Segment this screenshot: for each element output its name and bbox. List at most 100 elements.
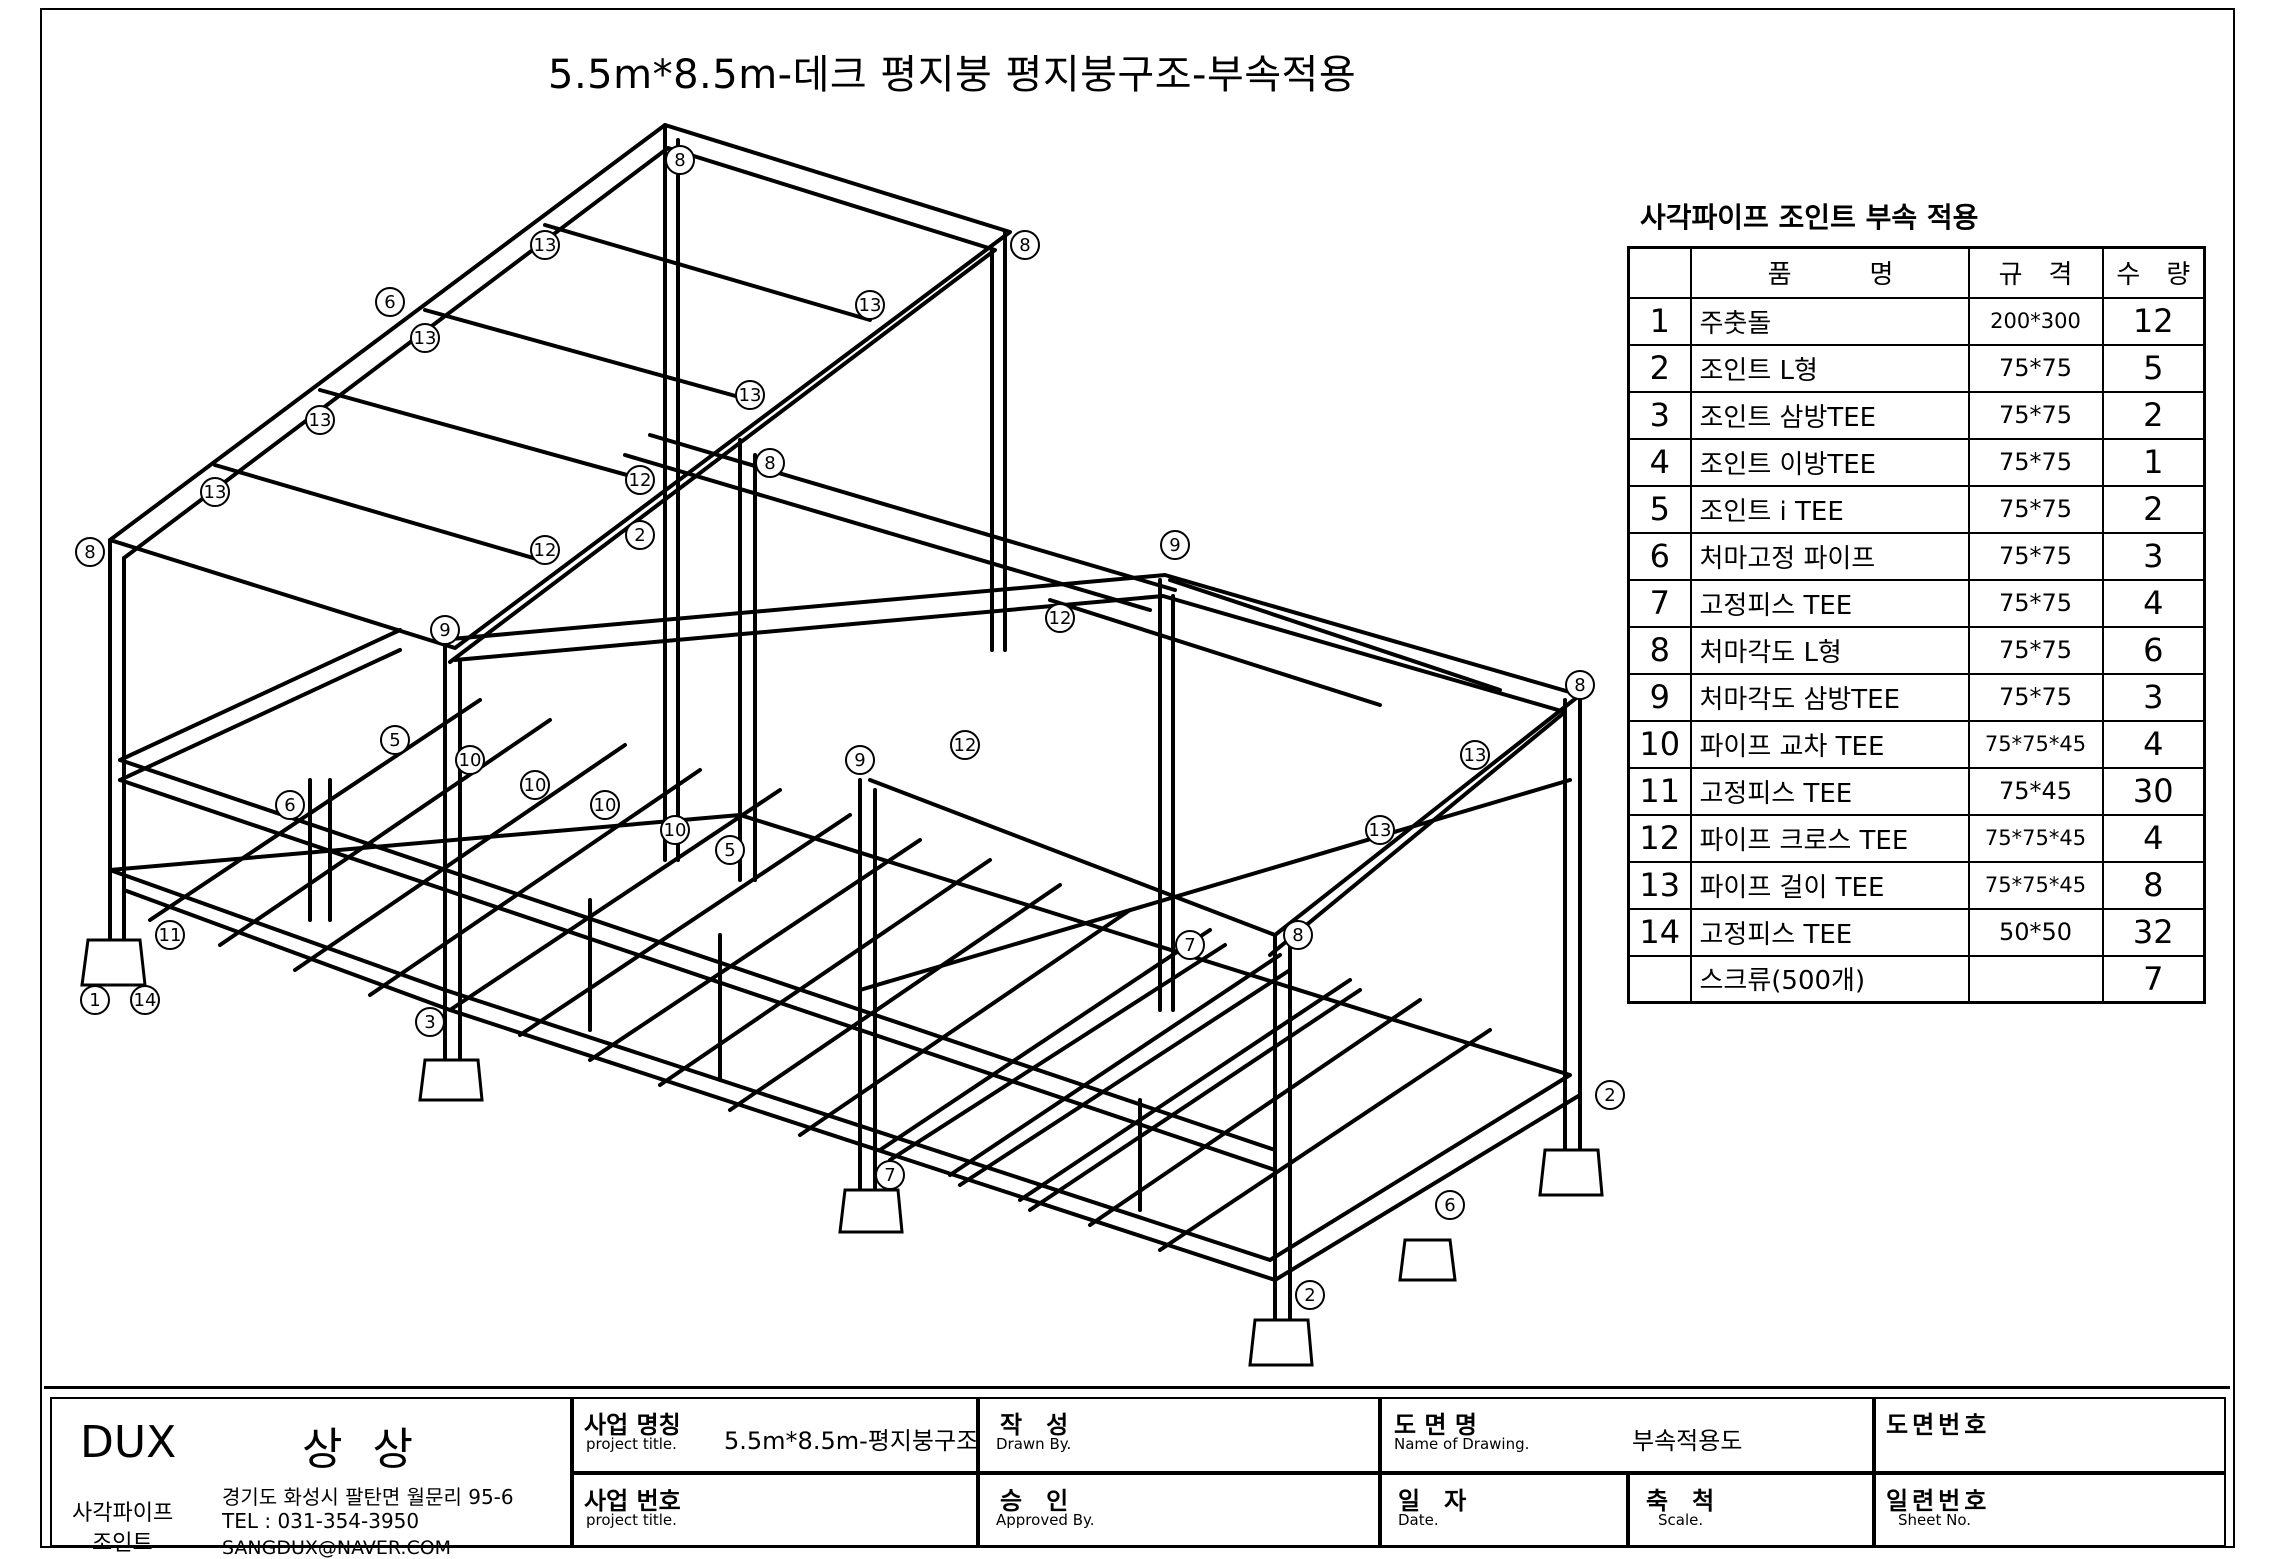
- drawing-title: 5.5m*8.5m-데크 평지붕 평지붕구조-부속적용: [548, 52, 1357, 98]
- callout-number: 8: [84, 542, 95, 563]
- project-name-label: 사업 명칭: [584, 1411, 681, 1439]
- callout-balloon: [155, 920, 185, 950]
- callout-balloon: [950, 730, 980, 760]
- parts-table-header: 품 명 규 격 수 량: [1627, 246, 2206, 299]
- date-sub: Date.: [1398, 1511, 1439, 1529]
- part-no: 5: [1627, 484, 1692, 534]
- drawing-name-cell: 도 면 명 Name of Drawing. 부속적용도: [1380, 1397, 1874, 1473]
- drawn-by-cell: 작 성 Drawn By.: [978, 1397, 1380, 1473]
- callout-number: 7: [884, 1165, 895, 1186]
- roof-frame-back: [108, 123, 1012, 650]
- callout-number: 1: [89, 990, 100, 1011]
- callout-number: 8: [674, 150, 685, 171]
- callout-balloon: [530, 230, 560, 260]
- callout-balloon: [275, 790, 305, 820]
- sheet-no-sub: Sheet No.: [1898, 1511, 1972, 1529]
- callout-number: 2: [1304, 1285, 1315, 1306]
- project-name-value: 5.5m*8.5m-평지붕구조: [724, 1427, 979, 1455]
- part-qty: 2: [2101, 484, 2206, 534]
- drawing-name-sub: Name of Drawing.: [1394, 1435, 1530, 1453]
- part-no: 14: [1627, 907, 1692, 957]
- scale-sub: Scale.: [1658, 1511, 1704, 1529]
- callout-number: 9: [439, 620, 450, 641]
- callout-number: 8: [1574, 675, 1585, 696]
- callout-number: 7: [1184, 935, 1195, 956]
- callout-balloon: [875, 1160, 905, 1190]
- callout-balloon: [1283, 920, 1313, 950]
- callout-number: 6: [1444, 1195, 1455, 1216]
- part-spec: 200*300: [1967, 296, 2104, 346]
- project-name-cell: 사업 명칭 project title. 5.5m*8.5m-평지붕구조: [572, 1397, 978, 1473]
- part-no: 1: [1627, 296, 1692, 346]
- approved-by-sub: Approved By.: [996, 1511, 1095, 1529]
- callout-number: 2: [1604, 1085, 1615, 1106]
- callout-number: 13: [414, 328, 437, 349]
- callout-number: 3: [424, 1012, 435, 1033]
- callout-number: 13: [204, 482, 227, 503]
- callout-balloon: [1010, 230, 1040, 260]
- callout-number: 12: [629, 470, 652, 491]
- part-spec: [1967, 954, 2104, 1004]
- callout-number: 10: [594, 795, 617, 816]
- callout-number: 13: [534, 235, 557, 256]
- project-no-label: 사업 번호: [584, 1487, 681, 1515]
- callout-balloon: [520, 770, 550, 800]
- sheet-no-cell: 일련번호 Sheet No.: [1874, 1473, 2226, 1547]
- callout-number: 12: [1049, 608, 1072, 629]
- part-name: 고정피스 TEE: [1689, 766, 1970, 816]
- part-spec: 75*75: [1967, 531, 2104, 581]
- part-spec: 75*75*45: [1967, 860, 2104, 910]
- part-spec: 75*75*45: [1967, 813, 2104, 863]
- callout-balloon: [305, 405, 335, 435]
- part-name: 조인트 i TEE: [1689, 484, 1970, 534]
- project-no-sub: project title.: [586, 1511, 677, 1529]
- part-no: 12: [1627, 813, 1692, 863]
- part-name: 파이프 걸이 TEE: [1689, 860, 1970, 910]
- part-name: 파이프 크로스 TEE: [1689, 813, 1970, 863]
- callout-balloon: [455, 745, 485, 775]
- part-no: 2: [1627, 343, 1692, 393]
- part-name: 처마각도 삼방TEE: [1689, 672, 1970, 722]
- company-address: 경기도 화성시 팔탄면 월문리 95-6: [222, 1485, 514, 1509]
- part-qty: 12: [2101, 296, 2206, 346]
- part-spec: 75*75: [1967, 625, 2104, 675]
- part-no: 9: [1627, 672, 1692, 722]
- part-name: 고정피스 TEE: [1689, 907, 1970, 957]
- callout-number: 12: [534, 540, 557, 561]
- callout-balloon: [1565, 670, 1595, 700]
- drawing-name-label: 도 면 명: [1394, 1411, 1477, 1439]
- callout-number: 10: [459, 750, 482, 771]
- company-tel: TEL : 031-354-3950: [222, 1509, 420, 1533]
- part-no: 10: [1627, 719, 1692, 769]
- part-name: 처마각도 L형: [1689, 625, 1970, 675]
- callout-balloon: [660, 815, 690, 845]
- approved-by-cell: 승 인 Approved By.: [978, 1473, 1380, 1547]
- part-name: 처마고정 파이프: [1689, 531, 1970, 581]
- callout-balloon: [1365, 815, 1395, 845]
- part-no: [1627, 954, 1692, 1004]
- callout-balloon: [380, 725, 410, 755]
- part-qty: 1: [2101, 437, 2206, 487]
- part-no: 8: [1627, 625, 1692, 675]
- callout-balloon: [415, 1007, 445, 1037]
- part-qty: 2: [2101, 390, 2206, 440]
- header-qty: 수 량: [2101, 246, 2206, 299]
- callout-number: 9: [854, 750, 865, 771]
- part-spec: 50*50: [1967, 907, 2104, 957]
- callout-balloon: [735, 380, 765, 410]
- part-name: 조인트 이방TEE: [1689, 437, 1970, 487]
- company-brand: DUX: [80, 1417, 177, 1468]
- part-name: 조인트 L형: [1689, 343, 1970, 393]
- drawing-no-cell: 도면번호: [1874, 1397, 2226, 1473]
- callout-balloon: [200, 477, 230, 507]
- part-qty: 4: [2101, 578, 2206, 628]
